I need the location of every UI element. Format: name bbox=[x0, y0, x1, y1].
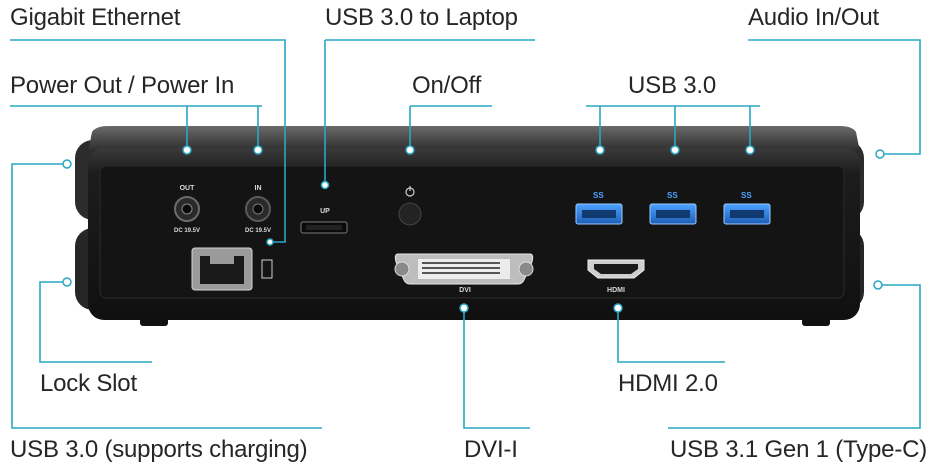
label-usb30: USB 3.0 bbox=[628, 72, 716, 99]
label-usb30-charging: USB 3.0 (supports charging) bbox=[10, 436, 308, 463]
callout-hdmi bbox=[617, 308, 725, 363]
callout-dots bbox=[62, 145, 885, 313]
label-hdmi20: HDMI 2.0 bbox=[618, 370, 718, 397]
callout-usb-charging bbox=[11, 163, 322, 429]
callout-lines bbox=[10, 39, 921, 429]
usb30-port-3: SS bbox=[723, 191, 771, 225]
ss-logo-2: SS bbox=[667, 191, 678, 200]
callout-usb-laptop bbox=[324, 39, 535, 185]
callout-audio bbox=[748, 39, 921, 155]
label-gigabit-ethernet: Gigabit Ethernet bbox=[10, 4, 181, 31]
usb30-port-1: SS bbox=[575, 191, 623, 225]
label-dvi-i: DVI-I bbox=[464, 436, 518, 463]
power-in-text: IN bbox=[255, 185, 262, 192]
power-in-voltage: DC 19.5V bbox=[245, 228, 271, 234]
ss-logo-1: SS bbox=[593, 191, 604, 200]
power-out-voltage: DC 19.5V bbox=[174, 228, 200, 234]
hdmi-text: HDMI bbox=[607, 287, 625, 294]
ss-logo-3: SS bbox=[741, 191, 752, 200]
dvi-text: DVI bbox=[459, 287, 471, 294]
usb-up-text: UP bbox=[320, 208, 330, 215]
callout-dvi bbox=[463, 308, 530, 429]
power-out-text: OUT bbox=[180, 185, 196, 192]
network-icon bbox=[261, 259, 273, 279]
power-button bbox=[398, 202, 422, 226]
label-lock-slot: Lock Slot bbox=[40, 370, 137, 397]
label-usb30-to-laptop: USB 3.0 to Laptop bbox=[325, 4, 518, 31]
label-usb31-typec: USB 3.1 Gen 1 (Type-C) bbox=[670, 436, 928, 463]
dock-top-bar bbox=[88, 126, 860, 152]
usb30-port-2: SS bbox=[649, 191, 697, 225]
callout-gigabit-ethernet bbox=[10, 39, 286, 243]
callout-power bbox=[10, 105, 262, 150]
label-audio-inout: Audio In/Out bbox=[748, 4, 880, 31]
callout-typec bbox=[668, 284, 921, 429]
callout-onoff bbox=[409, 105, 492, 150]
label-onoff: On/Off bbox=[412, 72, 482, 99]
label-power: Power Out / Power In bbox=[10, 72, 235, 99]
callout-usb30 bbox=[586, 105, 760, 150]
callout-lock-slot bbox=[39, 281, 152, 363]
port-panel bbox=[99, 165, 845, 299]
